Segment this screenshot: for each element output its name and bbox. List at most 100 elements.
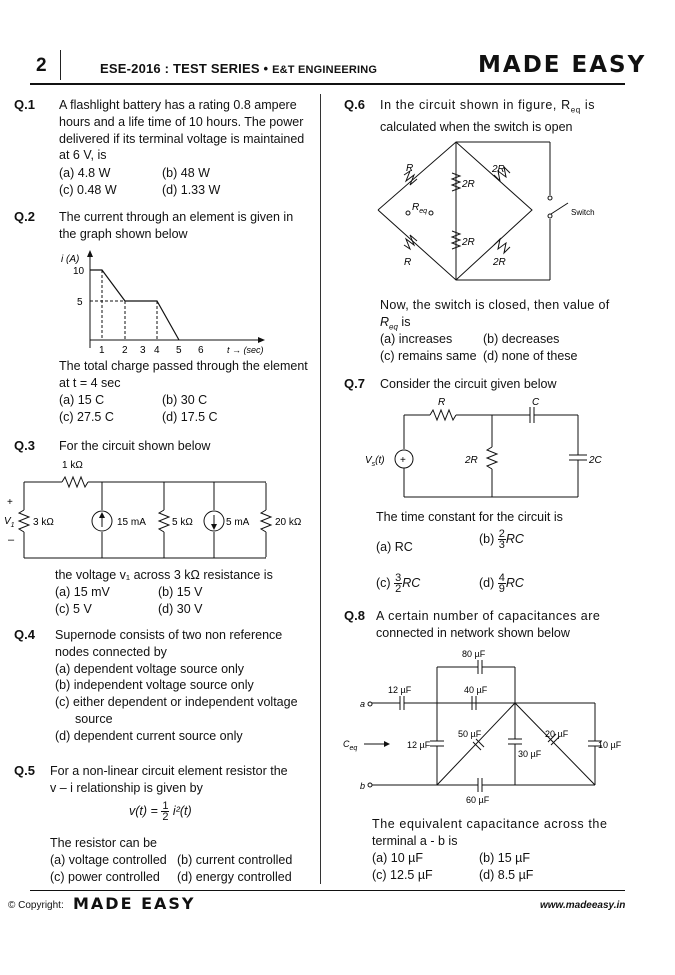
question-text: The current through an element is given …	[59, 210, 294, 224]
circuit-q6: Switch R 2R 2R Req 2R R 2R	[377, 141, 595, 281]
switch-label: Switch	[571, 208, 595, 217]
x-tick: 1	[99, 345, 105, 356]
y-tick: 5	[77, 297, 83, 308]
y-tick: 10	[73, 266, 85, 277]
option-d: (d) 17.5 C	[162, 410, 218, 424]
circuit-q8: 80 µF 12 µF a 40 µF Ceq 12 µF 50 µF 20 µ…	[343, 649, 622, 805]
c40-label: 40 µF	[464, 685, 488, 695]
circuit-q7: R C + Vs(t) 2R 2C	[365, 397, 603, 498]
brand-logo: MADE EASY	[478, 52, 647, 78]
req-sub: eq	[389, 322, 398, 332]
r-label: R	[438, 397, 445, 408]
r2-label: 5 kΩ	[172, 517, 193, 528]
option-a: (a) 15 mV	[55, 585, 110, 599]
question-text: The resistor can be	[50, 836, 157, 850]
option-c: (c) either dependent or independent volt…	[55, 695, 298, 710]
c80-label: 80 µF	[462, 649, 486, 659]
option-a: (a) dependent voltage source only	[55, 661, 245, 676]
question-text: terminal a - b is	[372, 833, 458, 848]
column-divider	[320, 94, 321, 884]
option-a: (a) voltage controlled	[50, 853, 167, 867]
c10-label: 10 µF	[598, 740, 622, 750]
minus-sign: –	[8, 534, 15, 546]
question-number: Q.1	[14, 97, 35, 112]
x-tick: 5	[176, 345, 182, 356]
ceq-label: Ceq	[343, 739, 357, 752]
r-top-mid: 2R	[461, 179, 475, 190]
option-d: (d) none of these	[483, 349, 578, 363]
c-label: C	[532, 397, 540, 408]
question-text: the graph shown below	[59, 226, 188, 241]
eq-den: 2	[162, 811, 169, 823]
question-text: v – i relationship is given by	[50, 780, 203, 795]
footer-rule	[30, 890, 625, 891]
question-number: Q.7	[344, 376, 365, 391]
plus-sign: +	[7, 497, 13, 508]
plus-glyph: +	[400, 455, 406, 466]
question-text: The total charge passed through the elem…	[59, 359, 308, 373]
question-number: Q.2	[14, 209, 35, 224]
question-text: Consider the circuit given below	[380, 377, 557, 391]
x-axis-label: t → (sec)	[227, 345, 264, 355]
question-number: Q.8	[344, 608, 365, 623]
question-number: Q.5	[14, 763, 35, 778]
question-text: Supernode consists of two non reference	[55, 628, 283, 642]
question-text: hours and a life time of 10 hours. The p…	[59, 114, 304, 129]
question-text: A flashlight battery has a rating 0.8 am…	[59, 98, 297, 112]
question-text: calculated when the switch is open	[380, 120, 573, 135]
option-a: (a) increases	[380, 332, 453, 346]
circuit-q3: 1 kΩ + V1 – 3 kΩ 15 mA 5 kΩ 5 mA 20 kΩ	[4, 460, 302, 559]
y-axis-label: i (A)	[61, 254, 79, 265]
series-title: ESE-2016 : TEST SERIES	[100, 61, 260, 76]
option-d: (d) energy controlled	[177, 870, 292, 884]
terminal-b: b	[360, 781, 365, 791]
option-b: (b) 30 C	[162, 393, 208, 407]
footer-brand-logo: MADE EASY	[73, 894, 196, 913]
question-text: A certain number of capacitances are	[376, 609, 601, 623]
option-c: (c) 27.5 C	[59, 410, 114, 424]
r-top-label: 1 kΩ	[62, 460, 83, 471]
r3-label: 20 kΩ	[275, 517, 302, 528]
option-d: (d) 30 V	[158, 602, 203, 616]
req-sub: eq	[570, 105, 581, 115]
header-divider	[60, 50, 61, 80]
c20-label: 20 µF	[545, 729, 569, 739]
website-link[interactable]: www.madeeasy.in	[540, 900, 626, 911]
question-text: at 6 V, is	[59, 148, 107, 163]
copyright-text: © Copyright:	[8, 900, 64, 911]
question-3-cont: the voltage v₁ across 3 kΩ resistance is…	[55, 567, 315, 616]
option-c: (c) power controlled	[50, 870, 160, 884]
x-tick: 6	[198, 345, 204, 356]
option-c-cont: source	[75, 711, 113, 726]
x-tick: 2	[122, 345, 128, 356]
option-a: (a) 10 µF	[372, 851, 423, 865]
option-c: (c) 0.48 W	[59, 183, 117, 197]
r-top-left: R	[406, 163, 413, 174]
question-text: is	[580, 98, 596, 112]
r-bottom-right: 2R	[492, 257, 506, 268]
c50-label: 50 µF	[458, 729, 482, 739]
c12b-label: 12 µF	[407, 740, 431, 750]
option-a: (a) 4.8 W	[59, 166, 111, 180]
option-c: (c) remains same	[380, 349, 477, 363]
option-c: (c) 12.5 µF	[372, 868, 433, 882]
vs-label: Vs(t)	[365, 455, 385, 468]
question-6-cont: Now, the switch is closed, then value of…	[380, 297, 642, 363]
option-b: (b) independent voltage source only	[55, 678, 254, 693]
option-b: (b) decreases	[483, 332, 560, 346]
question-text: delivered if its terminal voltage is mai…	[59, 131, 305, 146]
question-text: nodes connected by	[55, 644, 167, 659]
option-d: (d) dependent current source only	[55, 728, 243, 743]
question-text: is	[397, 314, 411, 329]
x-tick: 3	[140, 345, 146, 356]
v1-label: V1	[4, 516, 15, 529]
question-2-cont: The total charge passed through the elem…	[59, 358, 319, 424]
question-text: connected in network shown below	[376, 625, 570, 640]
option-a: (a) 15 C	[59, 393, 105, 407]
c30-label: 30 µF	[518, 749, 542, 759]
subject-title: E&T ENGINEERING	[272, 64, 378, 76]
